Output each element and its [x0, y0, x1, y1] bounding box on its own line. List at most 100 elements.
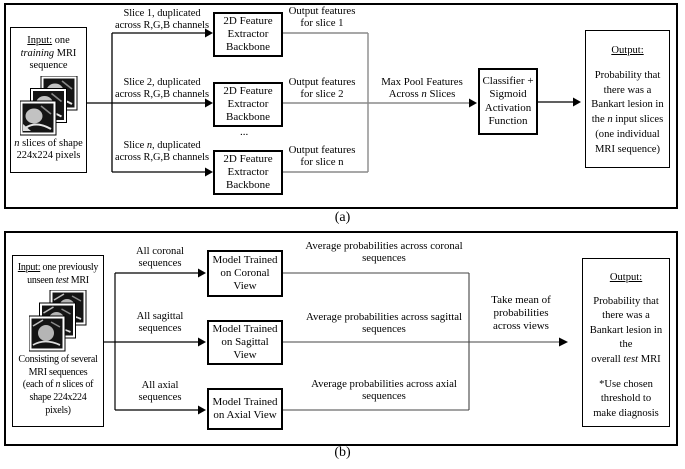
label-line: for slice n [300, 156, 344, 169]
box-line: Activation [484, 101, 532, 114]
text-fragment: MRI [68, 274, 89, 286]
feature-extractor-box-2: 2D Feature Extractor Backbone [213, 82, 283, 127]
box-line: View [233, 349, 257, 362]
avg-label-coronal: Average probabilities across coronal seq… [289, 240, 479, 265]
output-a-line: Bankart lesion in [591, 99, 664, 111]
model-box-axial: Model Trained on Axial View [207, 388, 283, 430]
text-fragment: n [421, 88, 427, 101]
text-fragment: test [623, 353, 639, 365]
text-fragment: , duplicated [152, 140, 201, 151]
input-a-line3: sequence [29, 60, 68, 72]
panel-a-arrowheads [205, 28, 581, 177]
label-line: Slice n, duplicated [123, 140, 200, 152]
text-fragment: the [591, 114, 608, 126]
caption-a: (a) [334, 210, 351, 225]
ellipsis-between-boxes: ... [240, 126, 249, 138]
label-line: Take mean of [491, 294, 551, 306]
output-a-line: (one individual [595, 128, 660, 140]
input-b-caption5: pixels) [45, 404, 71, 416]
text-fragment: (each of [22, 379, 56, 391]
label-line: probabilities [493, 307, 549, 319]
seq-label-sagittal: All sagittal sequences [115, 311, 205, 336]
text-fragment: input slices [612, 114, 664, 126]
label-line: Output features [288, 5, 356, 17]
output-features-label-n: Output features for slice n [272, 144, 372, 169]
text-fragment: slices of shape [19, 137, 83, 149]
label-line: for slice 2 [300, 88, 344, 101]
box-line: Model Trained [212, 322, 278, 335]
output-features-label-1: Output features for slice 1 [272, 5, 372, 30]
text-fragment: n [607, 114, 613, 126]
output-b-line: threshold to [600, 393, 652, 405]
text-fragment: n [14, 137, 20, 149]
output-a-line: the n input slices [592, 113, 664, 128]
model-box-coronal: Model Trained on Coronal View [207, 250, 283, 297]
label-line: All axial [141, 380, 179, 391]
output-b-line: overall test MRI [591, 353, 660, 368]
input-b-title: Input: [17, 262, 41, 273]
output-b-title: Output: [609, 272, 643, 283]
box-line: Function [488, 114, 528, 127]
text-fragment: slices of [60, 379, 94, 391]
label-line: Average probabilities across axial [311, 378, 457, 390]
text-fragment: one [52, 35, 70, 46]
feature-extractor-box-1: 2D Feature Extractor Backbone [213, 12, 283, 57]
output-b-line: *Use chosen [599, 378, 653, 390]
avg-label-sagittal: Average probabilities across sagittal se… [289, 311, 479, 336]
label-line: sequences [138, 258, 182, 270]
box-line: 2D Feature [223, 152, 273, 165]
mri-stack-icon [19, 75, 78, 136]
label-line: for slice 1 [300, 17, 344, 30]
box-line: Sigmoid [489, 88, 527, 101]
label-line: All sagittal [136, 311, 184, 322]
input-box-a: Input: one training MRI sequence n slice… [10, 27, 87, 173]
model-box-sagittal: Model Trained on Sagittal View [207, 320, 283, 365]
output-features-label-2: Output features for slice 2 [272, 76, 372, 101]
label-line: Output features [288, 76, 356, 88]
output-box-b: Output: Probability that there was a Ban… [582, 258, 670, 427]
box-line: Extractor [227, 97, 269, 110]
text-fragment: unseen [27, 274, 56, 286]
panel-b-border [4, 231, 678, 446]
box-line: on Axial View [213, 409, 277, 421]
panel-a-border [4, 3, 678, 209]
input-box-b: Input: one previously unseen test MRI Co… [12, 255, 104, 427]
input-b-caption3: (each of n slices of [23, 379, 94, 392]
take-mean-label: Take mean of probabilities across views [471, 294, 571, 333]
box-line: Model Trained [212, 253, 278, 266]
label-line: across views [493, 320, 549, 332]
label-line: Output features [288, 144, 356, 156]
output-b-line: Bankart lesion in [589, 324, 663, 336]
input-b-line2: unseen test MRI [27, 275, 89, 288]
label-line: sequences [138, 392, 182, 404]
input-a-caption1: n slices of shape [14, 138, 82, 151]
box-line: Backbone [226, 179, 270, 192]
text-fragment: MRI [638, 353, 661, 365]
box-line: 2D Feature [223, 14, 273, 27]
label-line: All coronal [136, 246, 184, 257]
caption-b: (b) [334, 445, 351, 460]
label-line: across R,G,B channels [114, 152, 210, 164]
input-b-caption4: shape 224x224 [29, 391, 87, 403]
slice-label-1: Slice 1, duplicated across R,G,B channel… [112, 8, 212, 33]
label-line: Average probabilities across sagittal [305, 311, 462, 323]
label-line: sequences [362, 252, 406, 265]
text-fragment: test [55, 274, 69, 286]
panel-a-merge-connectors [283, 32, 470, 173]
output-b-line: Probability that [593, 295, 659, 307]
label-line: Max Pool Features [381, 76, 463, 88]
box-line: View [233, 280, 257, 293]
label-line: across R,G,B channels [114, 20, 210, 32]
input-a-title: Input: [27, 35, 53, 46]
label-line: sequences [138, 323, 182, 335]
box-line: Classifier + [482, 75, 534, 88]
text-fragment: one previously [40, 262, 99, 273]
output-b-line: make diagnosis [593, 407, 659, 419]
output-b-line: there was a [602, 310, 650, 322]
box-line: on Coronal [220, 266, 270, 279]
output-a-line: MRI sequence) [594, 143, 660, 155]
text-fragment: MRI [54, 47, 77, 59]
output-b-line: the [619, 339, 633, 351]
